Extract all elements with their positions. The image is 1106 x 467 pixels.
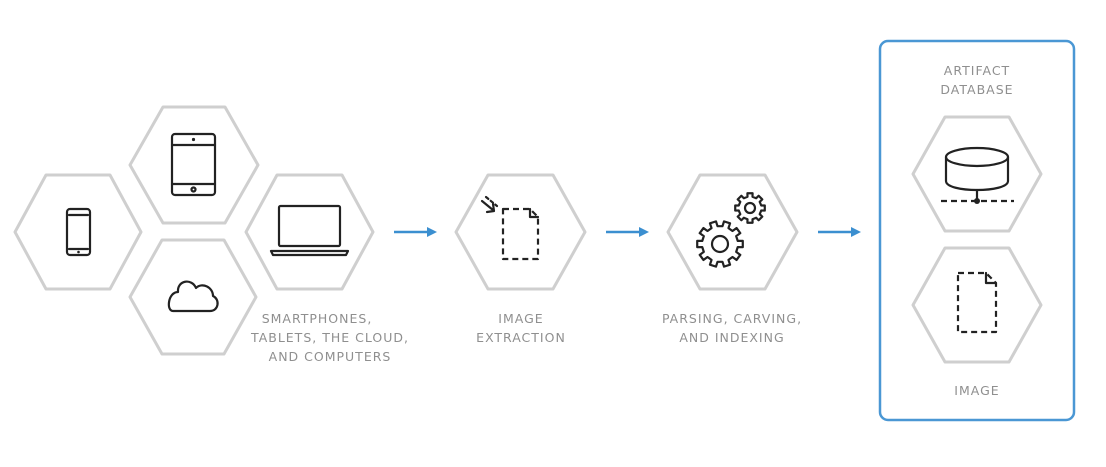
gears-icon bbox=[696, 192, 766, 268]
hex-image-extraction bbox=[454, 173, 587, 291]
image-extraction-icon bbox=[480, 195, 540, 261]
hex-parsing bbox=[666, 173, 799, 291]
gear-large-icon bbox=[696, 220, 744, 268]
extraction-label-line2: EXTRACTION bbox=[476, 330, 566, 345]
arrow-3 bbox=[818, 227, 861, 237]
sources-label-line2: TABLETS, THE CLOUD, bbox=[250, 330, 409, 345]
database-title-line2: DATABASE bbox=[940, 82, 1013, 97]
database-icon bbox=[941, 146, 1014, 204]
hex-tablet bbox=[128, 105, 260, 225]
database-title-line1: ARTIFACT bbox=[944, 63, 1010, 78]
arrow-2 bbox=[606, 227, 649, 237]
hex-database bbox=[911, 115, 1043, 233]
document-icon bbox=[956, 271, 998, 334]
arrow-1 bbox=[394, 227, 437, 237]
hex-laptop bbox=[244, 173, 375, 291]
extraction-label-line1: IMAGE bbox=[498, 311, 543, 326]
hex-smartphone bbox=[13, 173, 143, 291]
smartphone-icon bbox=[65, 207, 92, 257]
sources-label-line3: AND COMPUTERS bbox=[269, 349, 392, 364]
tablet-icon bbox=[170, 132, 217, 197]
laptop-icon bbox=[269, 204, 350, 257]
hex-image-document bbox=[911, 246, 1043, 364]
parsing-label-line1: PARSING, CARVING, bbox=[662, 311, 802, 326]
sources-label-line1: SMARTPHONES, bbox=[262, 311, 373, 326]
image-label: IMAGE bbox=[954, 383, 999, 398]
parsing-label-line2: AND INDEXING bbox=[679, 330, 784, 345]
extraction-label: IMAGE EXTRACTION bbox=[476, 311, 566, 345]
hex-cloud bbox=[128, 238, 258, 356]
sources-label: SMARTPHONES, TABLETS, THE CLOUD, AND COM… bbox=[250, 311, 409, 364]
artifact-database-panel: ARTIFACT DATABASE IMAGE bbox=[878, 39, 1076, 422]
cloud-icon bbox=[167, 280, 219, 313]
parsing-label: PARSING, CARVING, AND INDEXING bbox=[662, 311, 802, 345]
gear-small-icon bbox=[734, 192, 766, 224]
